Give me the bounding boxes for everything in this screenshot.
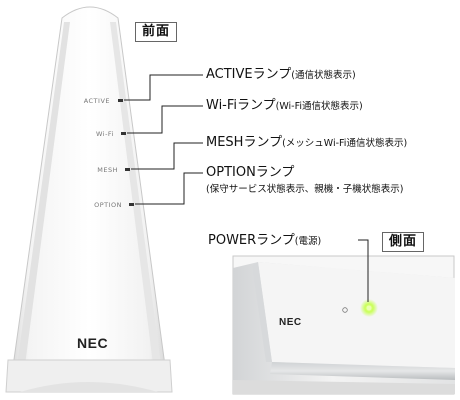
brand-logo-front: NEC xyxy=(77,335,109,351)
leader-lines xyxy=(124,74,369,302)
led-label-option: OPTION xyxy=(94,201,122,209)
annotation-option-main: OPTIONランプ xyxy=(206,165,295,180)
annotation-power-main: POWERランプ xyxy=(208,233,295,248)
annotation-option: OPTIONランプ xyxy=(206,165,294,181)
annotation-mesh-sub: (メッシュWi-Fi通信状態表示) xyxy=(282,138,408,149)
led-label-active: ACTIVE xyxy=(83,97,110,105)
power-icon xyxy=(342,307,348,313)
annotation-active-main: ACTIVEランプ xyxy=(206,67,292,82)
brand-logo-side: NEC xyxy=(279,317,302,328)
active-led xyxy=(118,99,123,102)
front-label: 前面 xyxy=(135,22,178,42)
annotation-wifi: Wi-Fiランプ(Wi-Fi通信状態表示) xyxy=(206,98,363,115)
side-label: 側面 xyxy=(382,232,425,252)
router-side-photo xyxy=(232,255,455,395)
annotation-active-sub: (通信状態表示) xyxy=(291,70,356,81)
annotation-mesh-main: MESHランプ xyxy=(206,135,283,150)
led-label-wifi: Wi-Fi xyxy=(95,130,114,138)
annotation-power: POWERランプ(電源) xyxy=(208,233,321,250)
annotation-option-detail: (保守サービス状態表示、親機・子機状態表示) xyxy=(206,184,404,195)
led-label-mesh: MESH xyxy=(97,166,118,174)
annotation-wifi-main: Wi-Fiランプ xyxy=(206,98,276,113)
option-led xyxy=(129,203,134,206)
annotation-mesh: MESHランプ(メッシュWi-Fi通信状態表示) xyxy=(206,135,407,152)
annotation-active: ACTIVEランプ(通信状態表示) xyxy=(206,67,356,84)
annotation-wifi-sub: (Wi-Fi通信状態表示) xyxy=(275,101,363,112)
mesh-led xyxy=(125,168,130,171)
annotation-power-sub: (電源) xyxy=(294,236,322,247)
wifi-led xyxy=(121,132,126,135)
router-front xyxy=(5,6,173,393)
